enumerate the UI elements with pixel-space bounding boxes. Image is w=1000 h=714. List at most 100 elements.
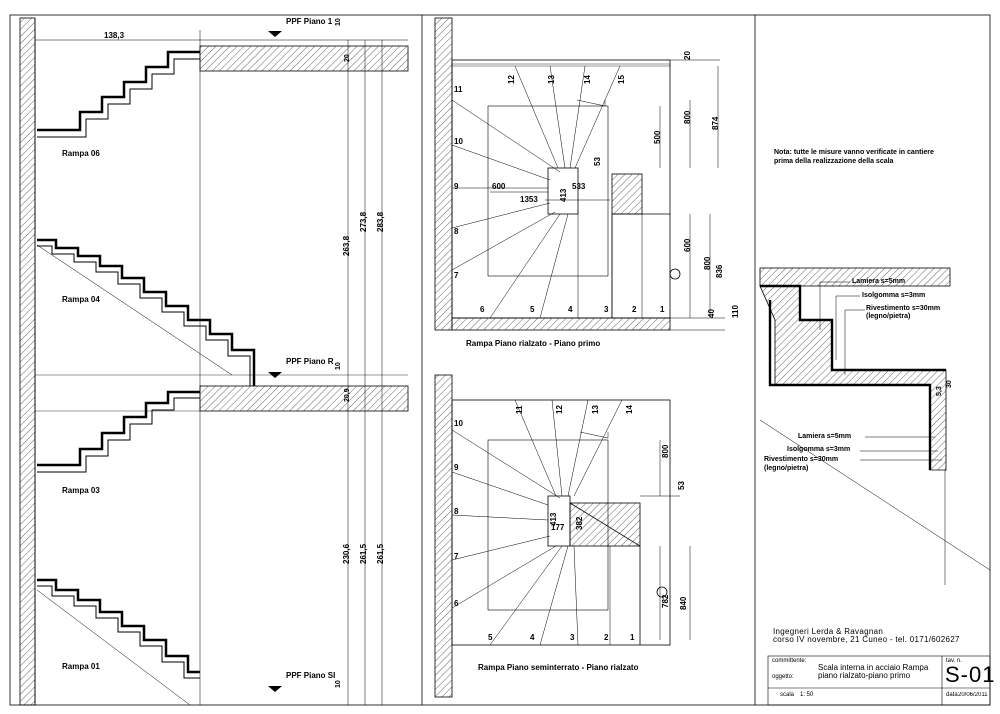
pt-dim-20: 20 [683,51,692,60]
detail-label-5: Isolgomma s=3mm [787,446,851,453]
bp-step-5: 5 [488,633,493,642]
bp-step-8: 8 [454,507,459,516]
pt-dim-800: 800 [683,110,692,124]
step-12: 12 [507,75,516,84]
data-label: data [946,692,958,698]
step-10: 10 [454,137,463,146]
committente-label: committente: [772,658,807,664]
plan-top [434,17,725,331]
bp-dim-53: 53 [677,481,686,490]
bp-step-14: 14 [625,405,634,414]
ramp-03-label: Rampa 03 [62,486,100,495]
bp-step-1: 1 [630,633,635,642]
dim-2306: 230,6 [342,543,351,564]
firm-name: Ingegneri Lerda & Ravagnan [773,627,884,636]
slab-piano1 [199,45,409,72]
firm-block: Ingegneri Lerda & Ravagnan corso IV nove… [773,628,983,644]
bp-step-9: 9 [454,463,459,472]
detail-view [759,267,991,585]
step-8: 8 [454,227,459,236]
oggetto-label: oggetto: [772,674,794,680]
dim-10a: 10 [335,18,342,26]
pt-dim-500: 500 [653,130,662,144]
bp-step-7: 7 [454,552,459,561]
dim-2738: 273,8 [359,211,368,232]
pt-dim-874: 874 [711,116,720,130]
step-1: 1 [660,305,665,314]
bp-step-11: 11 [515,405,524,414]
wall-hatch [19,17,36,706]
bp-dim-782: 782 [661,594,670,608]
pt-dim-413: 413 [559,188,568,202]
sheet-border [9,14,991,706]
step-2: 2 [632,305,637,314]
bp-step-4: 4 [530,633,535,642]
ramp-01-label: Rampa 01 [62,662,100,671]
pt-dim-53: 53 [593,157,602,166]
step-4: 4 [568,305,573,314]
detail-label-4: Lamiera s=5mm [798,433,852,440]
level-piano1: PPF Piano 1 [286,17,333,26]
dim-10b: 10 [335,362,342,370]
dim-2838: 283,8 [376,211,385,232]
level-pianoSI: PPF Piano SI [286,671,336,680]
step-7: 7 [454,271,459,280]
bp-step-13: 13 [591,405,600,414]
dim-2615b: 261,5 [376,543,385,564]
bp-step-2: 2 [604,633,609,642]
ramp-06-label: Rampa 06 [62,149,100,158]
section-view [19,17,409,706]
level-pianoR: PPF Piano R [286,357,334,366]
detail-label-7: (legno/pietra) [764,465,809,472]
plan-top-title: Rampa Piano rialzato - Piano primo [466,339,601,348]
pt-dim-1353: 1353 [520,195,538,204]
detail-label-3: Rivestimento s=30mm (legno/pietra) [866,305,941,320]
slab-pianoR [199,385,409,412]
ramp-04-label: Rampa 04 [62,295,100,304]
pt-dim-40: 40 [707,309,716,318]
detail-label-1: Lamiera s=5mm [852,278,906,285]
detail-dim-53: 5,3 [936,386,943,396]
detail-label-6: Rivestimento s=30mm [764,456,839,463]
step-6-bottom: 6 [480,305,485,314]
step-5: 5 [530,305,535,314]
pt-dim-110: 110 [731,305,740,318]
sheet-number: S-01 [945,662,996,687]
dim-2615a: 261,5 [359,543,368,564]
bp-dim-800: 800 [661,444,670,458]
dim-2638: 263,8 [342,235,351,256]
step-9: 9 [454,182,459,191]
bp-step-10: 10 [454,419,463,428]
scala-value: 1: 50 [800,692,814,698]
scala-label: scala [780,692,795,698]
detail-dim-30: 30 [946,380,953,388]
detail-label-2: Isolgomma s=3mm [862,292,926,299]
step-3: 3 [604,305,609,314]
bp-dim-177: 177 [551,523,565,532]
dim-20a: 20 [344,54,351,62]
dim-width-top: 138,3 [104,31,125,40]
step-14: 14 [583,75,592,84]
bp-step-6: 6 [454,599,459,608]
plan-bottom-title: Rampa Piano seminterrato - Piano rialzat… [478,663,639,672]
dim-209: 20,9 [344,388,351,402]
bp-dim-840: 840 [679,596,688,610]
firm-address: corso IV novembre, 21 Cuneo - tel. 0171/… [773,635,960,644]
title-block [767,655,991,706]
step-13: 13 [547,75,556,84]
bp-step-3: 3 [570,633,575,642]
step-11: 11 [454,85,463,94]
step-15: 15 [617,75,626,84]
bp-step-12: 12 [555,405,564,414]
pt-dim-600b: 600 [683,238,692,252]
dim-10c: 10 [335,680,342,688]
pt-dim-600: 600 [492,182,506,191]
plan-bottom [434,374,691,698]
note-text: Nota: tutte le misure vanno verificate i… [774,149,934,165]
data-value: 20/06/2011 [958,692,988,698]
bp-dim-382: 382 [575,516,584,530]
tav-label: tav. n. [946,658,962,664]
oggetto-value: Scala interna in acciaio Rampa piano ria… [818,663,929,680]
pt-dim-533: 533 [572,182,586,191]
